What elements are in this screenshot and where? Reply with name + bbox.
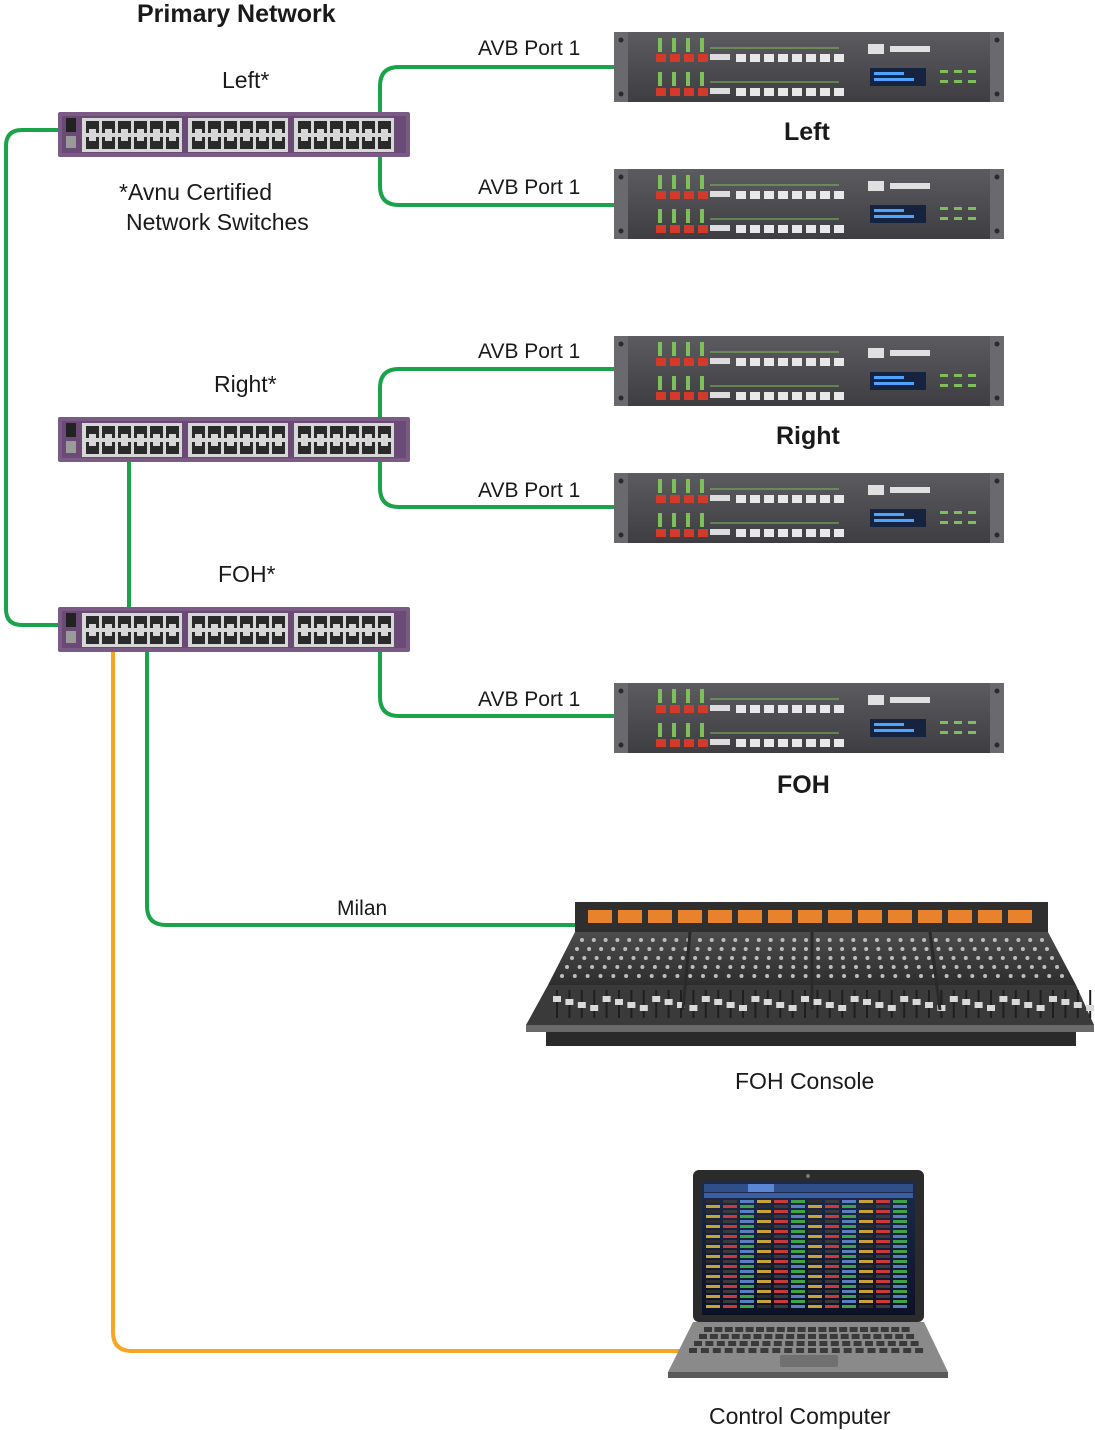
avnu-note-line-2: Network Switches [126, 209, 309, 235]
processor-right-2 [614, 473, 1004, 543]
cable-label-left-1: AVB Port 1 [478, 37, 581, 60]
control-cable [111, 650, 685, 1353]
galaxy-processor-icon [614, 336, 1004, 406]
cable-label-foh: AVB Port 1 [478, 688, 581, 711]
avb-cable-right-1 [378, 367, 616, 420]
switch-foh [58, 607, 410, 652]
galaxy-processor-icon [614, 32, 1004, 102]
console-label: FOH Console [735, 1068, 875, 1094]
group-label-right: Right [776, 422, 840, 450]
laptop-icon [668, 1170, 948, 1378]
group-label-left: Left [784, 118, 830, 146]
galaxy-processor-icon [614, 473, 1004, 543]
cable-label-left-2: AVB Port 1 [478, 176, 581, 199]
foh-console [526, 902, 1095, 1046]
galaxy-processor-icon [614, 683, 1004, 753]
network-switch-icon [58, 417, 410, 462]
milan-label: Milan [337, 897, 388, 920]
network-switch-icon [58, 607, 410, 652]
milan-cable [145, 650, 577, 927]
avnu-note-line-1: *Avnu Certified [119, 179, 272, 205]
switch-right [58, 417, 410, 462]
processor-left-1 [614, 32, 1004, 102]
avb-cable-foh [378, 650, 616, 718]
switch-label-right: Right* [214, 371, 277, 397]
trunk-cable-left-foh [4, 128, 64, 627]
processor-right-1 [614, 336, 1004, 406]
group-label-foh: FOH [777, 771, 830, 799]
control-computer [668, 1170, 948, 1378]
avb-cable-left-1 [378, 65, 616, 114]
switch-label-left: Left* [222, 67, 270, 93]
avb-cable-right-2 [378, 460, 616, 509]
processor-left-2 [614, 169, 1004, 239]
cable-label-right-1: AVB Port 1 [478, 340, 581, 363]
network-switch-icon [58, 112, 410, 157]
mixing-console-icon [526, 902, 1095, 1046]
switch-left [58, 112, 410, 157]
galaxy-processor-icon [614, 169, 1004, 239]
computer-label: Control Computer [709, 1403, 891, 1429]
switch-label-foh: FOH* [218, 561, 276, 587]
cable-label-right-2: AVB Port 1 [478, 479, 581, 502]
processor-foh [614, 683, 1004, 753]
cables [4, 65, 685, 1353]
avb-cable-left-2 [378, 155, 616, 207]
diagram-title: Primary Network [137, 0, 336, 28]
